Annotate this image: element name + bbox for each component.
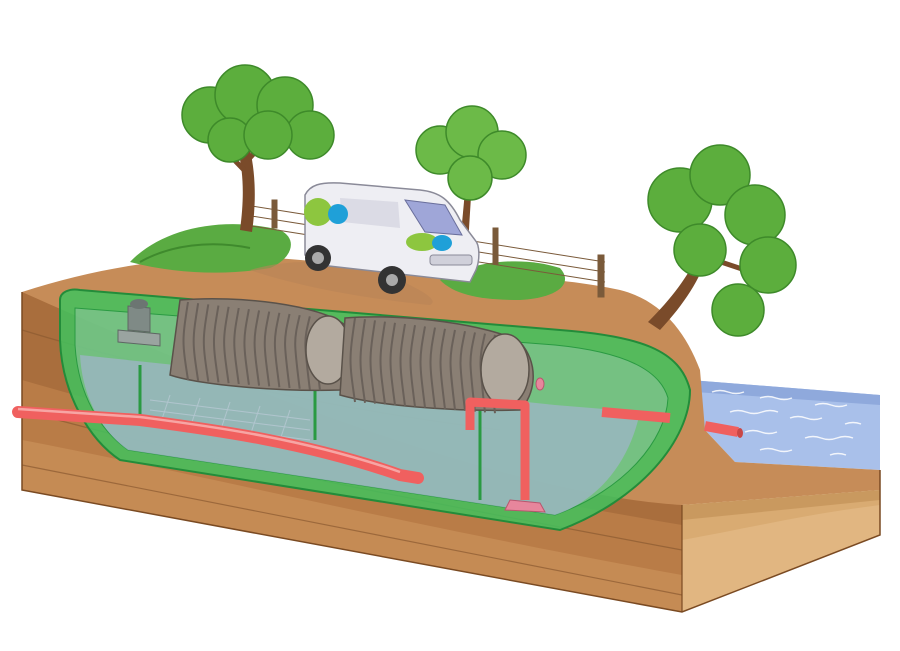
drum-rib: [202, 304, 210, 382]
tree-icon: [181, 64, 335, 232]
drum-rib: [379, 321, 386, 405]
drum-rib: [439, 328, 446, 410]
drum-rib: [243, 309, 250, 385]
filter-box: [117, 299, 161, 347]
drum-rib: [349, 317, 356, 403]
drum-rib: [273, 312, 281, 388]
pipe-icon: [12, 377, 743, 513]
drum-rib: [182, 301, 189, 381]
river: [690, 380, 880, 470]
drum-rib: [304, 316, 311, 390]
drum-rib: [213, 305, 220, 383]
drum-rib: [419, 326, 426, 408]
drum-rib: [263, 311, 271, 387]
van-wheel: [378, 266, 406, 294]
drum-rib: [409, 325, 416, 407]
drum-rib: [369, 320, 376, 404]
drum-rib: [459, 330, 466, 411]
drum-rib: [192, 303, 200, 381]
drum-rib: [294, 314, 301, 389]
van-icon: [304, 182, 480, 294]
drum-rib: [233, 307, 240, 385]
drum-rib: [253, 310, 261, 386]
van-wheel: [305, 245, 331, 271]
drum-rib: [449, 329, 456, 411]
drum-rib: [389, 322, 396, 406]
drum-rib: [399, 323, 406, 407]
tree-icon: [647, 144, 797, 337]
drum-icon: [169, 298, 352, 392]
drum-rib: [284, 313, 291, 389]
tree-icon: [415, 105, 527, 245]
drum-rib: [223, 306, 230, 384]
drum-icon: [339, 316, 534, 414]
drum-rib: [359, 319, 366, 403]
drum-rib: [429, 327, 436, 409]
